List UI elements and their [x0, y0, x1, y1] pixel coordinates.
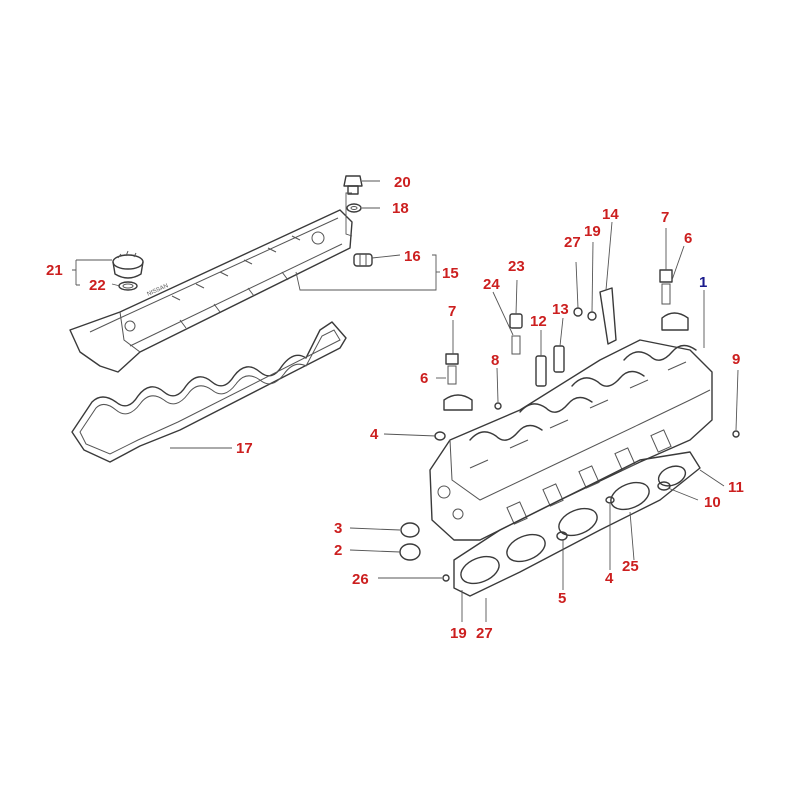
bracket-14: [599, 287, 617, 345]
cam-cap-left: [443, 394, 473, 411]
seal-ring-3: [400, 522, 420, 538]
leader-lines: [72, 180, 739, 622]
oil-filler-cap: [112, 250, 144, 279]
label-17: 17: [236, 440, 253, 457]
label-8: 8: [491, 352, 499, 369]
label-27-bottom: 27: [476, 625, 493, 642]
pin-26: [442, 574, 450, 582]
label-12: 12: [530, 313, 547, 330]
label-22: 22: [89, 277, 106, 294]
plug-10: [657, 481, 671, 491]
cylinder-head: [429, 339, 713, 541]
label-20: 20: [394, 174, 411, 191]
cover-grommet: [353, 253, 373, 267]
stud-left: [445, 353, 459, 385]
label-6-right: 6: [684, 230, 692, 247]
label-19-top: 19: [584, 223, 601, 240]
label-2: 2: [334, 542, 342, 559]
label-6-left: 6: [420, 370, 428, 387]
label-14: 14: [602, 206, 619, 223]
label-27-top: 27: [564, 234, 581, 251]
label-10: 10: [704, 494, 721, 511]
cover-washer: [346, 203, 362, 213]
label-4-left: 4: [370, 426, 379, 443]
valve-cover-gasket: [71, 321, 347, 463]
label-24: 24: [483, 276, 500, 293]
sleeve-12: [535, 355, 547, 387]
label-25: 25: [622, 558, 639, 575]
seal-ring-2: [399, 543, 421, 561]
plug-23: [509, 313, 523, 329]
label-1: 1: [699, 274, 707, 291]
part-labels: 20 18 16 15 21 22 17 4 3 2 26 19 27 5 4 …: [46, 174, 744, 642]
label-15: 15: [442, 265, 459, 282]
label-7-right: 7: [661, 209, 669, 226]
label-18: 18: [392, 200, 409, 217]
label-23: 23: [508, 258, 525, 275]
dowel-4-right: [605, 496, 615, 504]
dowel-5: [556, 531, 568, 541]
label-13: 13: [552, 301, 569, 318]
pin-8: [494, 402, 502, 410]
label-19-bottom: 19: [450, 625, 467, 642]
cam-cap-right: [661, 312, 689, 331]
dowel-4-left: [434, 431, 446, 441]
cover-bolt: [343, 175, 363, 195]
head-gasket: [453, 451, 701, 597]
plug-24: [511, 335, 521, 355]
label-9: 9: [732, 351, 740, 368]
label-4-right: 4: [605, 570, 614, 587]
label-7-left: 7: [448, 303, 456, 320]
valve-cover: NISSAN: [69, 209, 353, 373]
label-3: 3: [334, 520, 342, 537]
label-5: 5: [558, 590, 566, 607]
label-11: 11: [728, 479, 744, 496]
label-16: 16: [404, 248, 421, 265]
label-21: 21: [46, 262, 63, 279]
label-26: 26: [352, 571, 369, 588]
oil-filler-cap-seal: [118, 281, 138, 291]
bolt-27: [573, 307, 583, 317]
sleeve-13: [553, 345, 565, 373]
washer-19: [587, 311, 597, 321]
stud-right: [659, 269, 673, 305]
pin-9: [732, 430, 740, 438]
